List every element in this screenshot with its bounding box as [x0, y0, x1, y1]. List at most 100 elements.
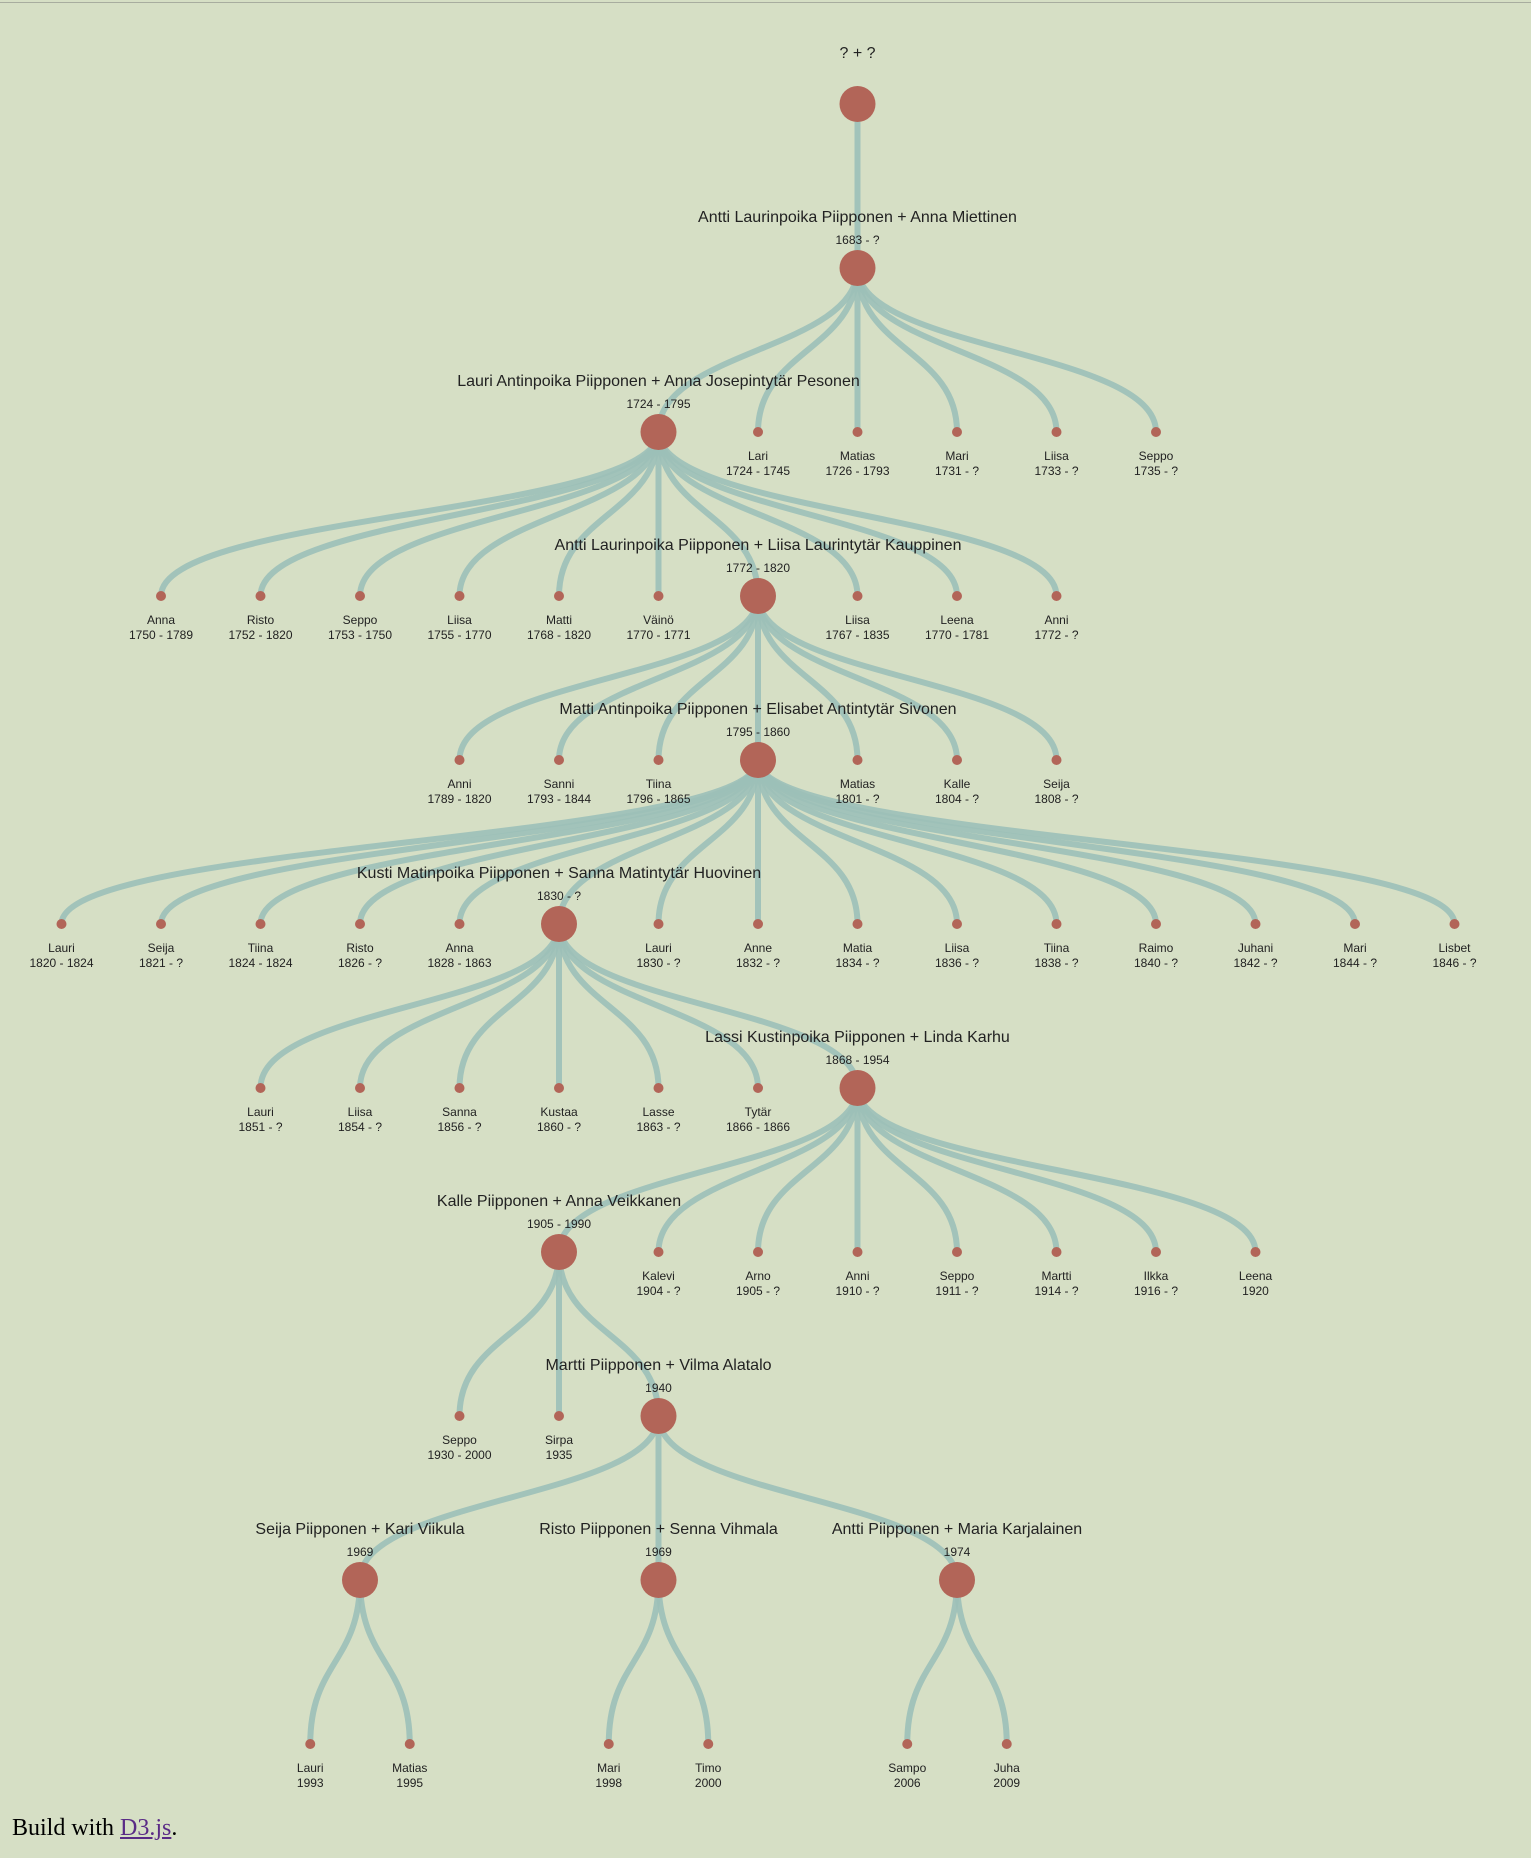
child-marker[interactable]: [952, 755, 962, 765]
child-marker[interactable]: [753, 427, 763, 437]
couple-marker[interactable]: [541, 906, 577, 942]
child-marker[interactable]: [753, 1083, 763, 1093]
d3js-link[interactable]: D3.js: [120, 1815, 172, 1841]
child-marker[interactable]: [753, 919, 763, 929]
child-marker[interactable]: [852, 1247, 863, 1257]
child-marker[interactable]: [952, 919, 962, 929]
child-marker[interactable]: [952, 1247, 962, 1257]
child-marker[interactable]: [952, 591, 962, 601]
child-marker[interactable]: [1001, 1739, 1012, 1749]
couple-marker[interactable]: [640, 1562, 677, 1598]
child-marker[interactable]: [1250, 1247, 1261, 1257]
child-marker[interactable]: [454, 919, 465, 929]
child-marker[interactable]: [454, 1083, 465, 1093]
child-marker[interactable]: [1051, 755, 1062, 765]
child-marker[interactable]: [753, 1247, 763, 1257]
child-marker[interactable]: [852, 591, 863, 601]
child-marker[interactable]: [554, 1083, 564, 1093]
couple-node-antti-laurinpoika-piipponen-anna-miettinen[interactable]: Antti Laurinpoika Piipponen + Anna Miett…: [698, 209, 1017, 286]
child-marker[interactable]: [355, 919, 365, 929]
child-marker[interactable]: [1151, 427, 1161, 437]
couple-node-lassi-kustinpoika-piipponen-linda-karhu[interactable]: Lassi Kustinpoika Piipponen + Linda Karh…: [705, 1029, 1010, 1106]
child-marker[interactable]: [1350, 919, 1360, 929]
couple-node-kusti-matinpoika-piipponen-sanna-matintytar-huovinen[interactable]: Kusti Matinpoika Piipponen + Sanna Matin…: [357, 865, 761, 942]
child-marker[interactable]: [653, 1083, 664, 1093]
child-marker[interactable]: [703, 1739, 714, 1749]
couple-marker[interactable]: [839, 250, 876, 286]
child-marker[interactable]: [355, 1083, 365, 1093]
child-marker[interactable]: [554, 755, 564, 765]
child-marker[interactable]: [255, 591, 266, 601]
couple-marker[interactable]: [839, 1070, 876, 1106]
child-marker[interactable]: [653, 755, 664, 765]
child-marker[interactable]: [355, 591, 365, 601]
child-marker[interactable]: [1051, 427, 1062, 437]
child-marker[interactable]: [653, 919, 664, 929]
child-marker[interactable]: [554, 591, 564, 601]
child-marker[interactable]: [255, 1083, 266, 1093]
child-marker[interactable]: [1051, 1247, 1062, 1257]
child-marker[interactable]: [454, 1411, 465, 1421]
couple-node-[interactable]: ? + ?: [839, 45, 876, 122]
child-marker[interactable]: [255, 919, 266, 929]
couple-node-matti-antinpoika-piipponen-elisabet-antintytar-sivonen[interactable]: Matti Antinpoika Piipponen + Elisabet An…: [559, 701, 957, 778]
child-marker[interactable]: [852, 755, 863, 765]
child-marker[interactable]: [404, 1739, 415, 1749]
child-marker[interactable]: [554, 1411, 564, 1421]
couple-marker[interactable]: [839, 86, 876, 122]
child-marker[interactable]: [156, 919, 166, 929]
child-marker[interactable]: [1051, 591, 1062, 601]
couple-marker[interactable]: [640, 1398, 677, 1434]
child-marker[interactable]: [1449, 919, 1460, 929]
child-marker[interactable]: [653, 1247, 664, 1257]
couple-marker[interactable]: [740, 742, 776, 778]
child-marker[interactable]: [454, 591, 465, 601]
couple-node-antti-laurinpoika-piipponen-liisa-laurintytar-kauppinen[interactable]: Antti Laurinpoika Piipponen + Liisa Laur…: [555, 537, 962, 614]
